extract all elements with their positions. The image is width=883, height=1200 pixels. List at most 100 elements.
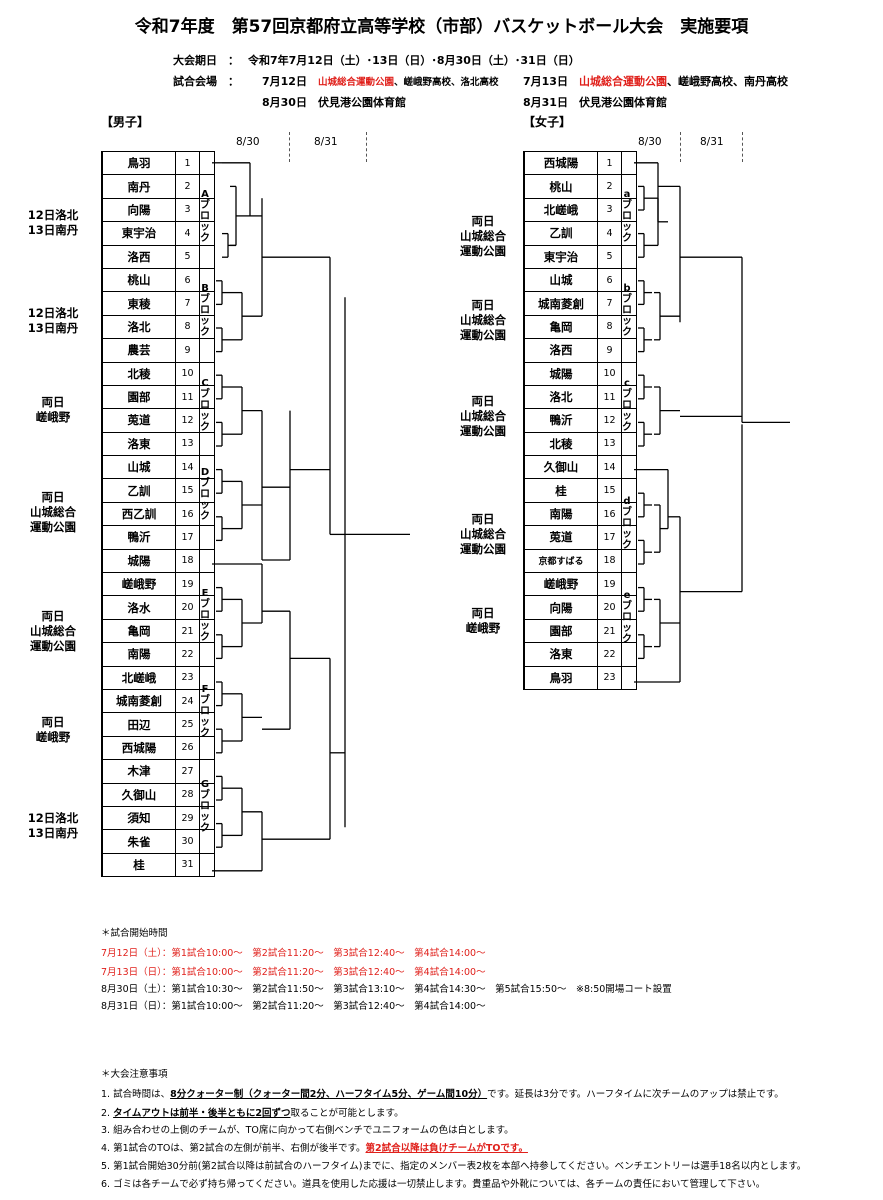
team-name: 北稜	[523, 431, 598, 457]
team-name: 東宇治	[101, 221, 176, 246]
team-name: 洛西	[523, 338, 598, 363]
venue-line: 運動公園	[460, 542, 506, 556]
venue-day1-main: 山城総合運動公園	[317, 77, 394, 88]
block-cell	[621, 291, 637, 316]
women-round-divider	[742, 132, 743, 162]
block-cell	[199, 291, 215, 316]
block-cell	[621, 221, 637, 246]
team-number: 31	[175, 852, 200, 878]
venue-line: 運動公園	[460, 244, 506, 258]
venue-line: 両日	[41, 395, 65, 409]
team-name: 洛北	[523, 384, 598, 410]
block-cell	[199, 338, 215, 363]
team-number: 14	[175, 455, 200, 480]
team-name: 向陽	[523, 595, 598, 620]
team-name: 山城	[523, 267, 598, 293]
note-6: 6. ゴミは各チームで必ず持ち帰ってください。道具を使用した応援は一切禁止します…	[101, 1179, 766, 1190]
team-number: 25	[175, 712, 200, 737]
team-name: 北嵯峨	[523, 197, 598, 223]
women-round-divider	[680, 132, 681, 162]
block-venue: 両日山城総合運動公園	[444, 214, 522, 259]
team-number: 27	[175, 759, 200, 784]
team-name: 西乙訓	[101, 501, 176, 527]
venue-day3: 8月30日 伏見港公園体育館	[262, 96, 406, 109]
block-venue: 両日嵯峨野	[14, 395, 92, 425]
block-cell	[199, 478, 215, 503]
seed-marker	[621, 455, 637, 480]
block-cell	[199, 314, 215, 340]
block-cell	[199, 501, 215, 527]
block-cell	[621, 244, 637, 269]
men-round-divider	[289, 132, 290, 162]
team-name: 東稜	[101, 291, 176, 316]
team-number: 5	[175, 244, 200, 269]
notes-heading: ＊大会注意事項	[101, 1069, 168, 1080]
block-cell	[621, 572, 637, 597]
women-round2-label: 8/31	[700, 136, 724, 148]
venue-line: 山城総合	[30, 624, 76, 638]
page-title: 令和7年度 第57回京都府立高等学校（市部）バスケットボール大会 実施要項	[134, 17, 749, 37]
venue-line: 運動公園	[460, 328, 506, 342]
team-name: 久御山	[523, 455, 598, 480]
venues-label: 試合会場 ：	[173, 75, 239, 88]
team-name: 田辺	[101, 712, 176, 737]
team-number: 12	[175, 408, 200, 433]
note-2-post: 取ることが可能とします。	[290, 1108, 404, 1119]
team-number: 10	[597, 361, 622, 386]
note-1: 1. 試合時間は、8分クォーター制（クォーター間2分、ハーフタイム5分、ゲーム間…	[101, 1086, 784, 1100]
block-cell	[199, 759, 215, 784]
venue-line: 両日	[41, 609, 65, 623]
team-number: 1	[175, 150, 200, 176]
note-4-red: 第2試合以降は負けチームがTOです。	[365, 1143, 528, 1154]
venue-line: 山城総合	[460, 527, 506, 541]
seed-marker	[199, 548, 215, 574]
block-cell	[621, 595, 637, 620]
team-name: 園部	[101, 384, 176, 410]
men-heading: 【男子】	[101, 115, 150, 129]
team-name: 城陽	[523, 361, 598, 386]
time-line: 7月13日（日）：第1試合10:00～ 第2試合11:20～ 第3試合12:40…	[101, 967, 486, 978]
block-cell	[199, 455, 215, 480]
team-name: 鴨沂	[101, 525, 176, 550]
block-cell	[621, 384, 637, 410]
time-line: 7月12日（土）：第1試合10:00～ 第2試合11:20～ 第3試合12:40…	[101, 948, 486, 959]
venue-day2-rest: 、嵯峨野高校、南丹高校	[666, 75, 788, 88]
venue-line: 両日	[471, 394, 495, 408]
venue-day4: 8月31日 伏見港公園体育館	[523, 96, 667, 109]
team-name: 桃山	[101, 267, 176, 293]
team-name: 乙訓	[101, 478, 176, 503]
block-cell	[199, 618, 215, 644]
note-4: 4. 第1試合のTOは、第2試合の左側が前半、右側が後半です。第2試合以降は負け…	[101, 1140, 528, 1154]
seed-marker	[199, 150, 215, 176]
team-number: 21	[175, 618, 200, 644]
note-2-pre: 2.	[101, 1108, 114, 1119]
block-cell	[199, 384, 215, 410]
